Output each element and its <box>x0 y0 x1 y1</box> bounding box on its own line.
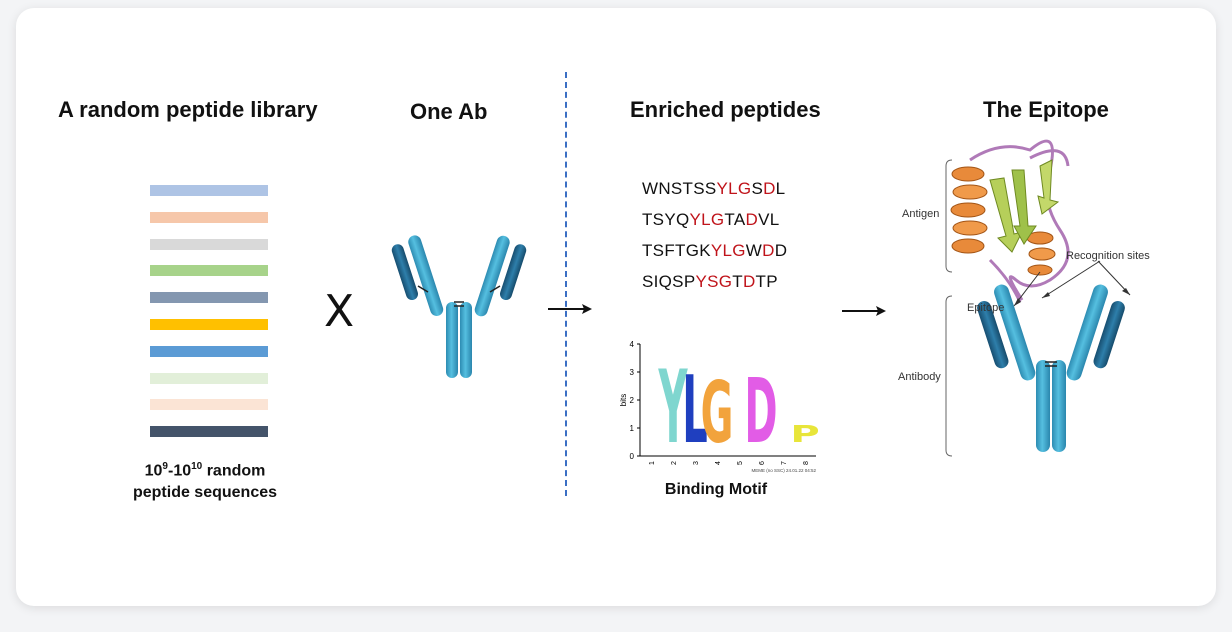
sequence-residues: TSFTGK <box>642 241 711 260</box>
logo-y-tick-label: 1 <box>630 424 635 433</box>
library-bar <box>150 319 268 330</box>
binding-motif-label: Binding Motif <box>664 481 768 498</box>
logo-letter: Y <box>658 350 688 467</box>
caption-exp-2: 10 <box>191 461 203 472</box>
logo-position-label: 6 <box>759 461 766 465</box>
sequence-residues: TA <box>724 210 746 229</box>
caption-exp-base-1: 10 <box>144 462 163 480</box>
antibody-icon <box>391 235 527 378</box>
motif-residues: YLG <box>710 241 746 260</box>
sequence-residues: L <box>775 179 786 198</box>
caption-exp-sep: -10 <box>167 462 192 480</box>
logo-letter: G <box>701 363 734 463</box>
logo-y-tick-label: 4 <box>630 340 635 349</box>
library-caption: 109-1010 random peptide sequences <box>110 456 300 504</box>
caption-line1: random <box>206 462 266 480</box>
logo-position-label: 8 <box>803 461 810 465</box>
library-bar <box>150 292 268 304</box>
sequence-residues: SIQSP <box>642 272 696 291</box>
cross-operator: X <box>324 286 355 337</box>
heading-antibody: One Ab <box>410 99 488 124</box>
peptide-sequence: WNSTSSYLGSDL <box>642 179 785 199</box>
motif-residues: YLG <box>716 179 752 198</box>
label-antibody: Antibody <box>898 371 941 383</box>
logo-position-label: 4 <box>715 461 722 465</box>
motif-residues: D <box>745 210 759 229</box>
label-antigen: Antigen <box>902 208 940 220</box>
sequence-residues: VL <box>758 210 780 229</box>
caption-line2: peptide sequences <box>132 484 278 502</box>
sequence-residues: S <box>751 179 764 198</box>
epitope-diagram <box>945 139 1131 457</box>
sequence-residues: D <box>774 241 788 260</box>
logo-position-label: 1 <box>649 461 656 465</box>
label-recognition-sites: Recognition sites <box>1066 250 1150 262</box>
library-bar <box>150 345 268 357</box>
arrow-right-icon <box>842 306 886 316</box>
arrow-right-icon <box>548 304 592 314</box>
motif-residues: D <box>762 241 775 260</box>
sequence-residues: TP <box>755 272 778 291</box>
heading-enriched: Enriched peptides <box>630 97 821 122</box>
heading-epitope: The Epitope <box>983 97 1109 122</box>
sequence-residues: W <box>745 241 763 260</box>
label-epitope: Epitope <box>967 302 1005 314</box>
antibody-icon <box>977 284 1125 452</box>
caption-exp-1: 9 <box>162 461 168 472</box>
peptide-sequence: SIQSPYSGTDTP <box>642 272 778 292</box>
library-bar <box>150 185 268 196</box>
figure-card <box>16 8 1216 606</box>
logo-position-label: 7 <box>781 461 788 465</box>
library-bar <box>150 238 268 250</box>
peptide-sequence: TSYQYLGTADVL <box>642 210 779 230</box>
section-divider <box>565 72 567 496</box>
library-bar <box>150 426 268 438</box>
motif-residues: D <box>742 272 756 291</box>
peptide-sequence: TSFTGKYLGWDD <box>642 241 787 261</box>
logo-y-label: bits <box>619 394 628 406</box>
logo-y-tick-label: 3 <box>630 368 635 377</box>
motif-residues: D <box>763 179 776 198</box>
motif-residues: YLG <box>689 210 725 229</box>
logo-letter: L <box>682 356 707 464</box>
motif-residues: YSG <box>695 272 733 291</box>
logo-position-label: 2 <box>671 461 678 465</box>
logo-position-label: 5 <box>737 461 744 465</box>
sequence-residues: WNSTSS <box>642 179 717 198</box>
logo-y-tick-label: 0 <box>630 452 635 461</box>
library-bar <box>150 372 268 384</box>
sequence-residues: TSYQ <box>642 210 690 229</box>
sequence-residues: T <box>732 272 743 291</box>
library-bar <box>150 399 268 411</box>
heading-library: A random peptide library <box>58 97 318 122</box>
logo-footnote: MEME (no SSC) 24.01.22 04:52 <box>751 468 816 473</box>
logo-letter: D <box>744 361 777 464</box>
library-bar <box>150 211 268 223</box>
logo-position-label: 3 <box>693 461 700 465</box>
helix-icon <box>950 166 1056 276</box>
logo-y-tick-label: 2 <box>630 396 635 405</box>
logo-letter: P <box>790 421 819 448</box>
library-bar <box>150 265 268 277</box>
